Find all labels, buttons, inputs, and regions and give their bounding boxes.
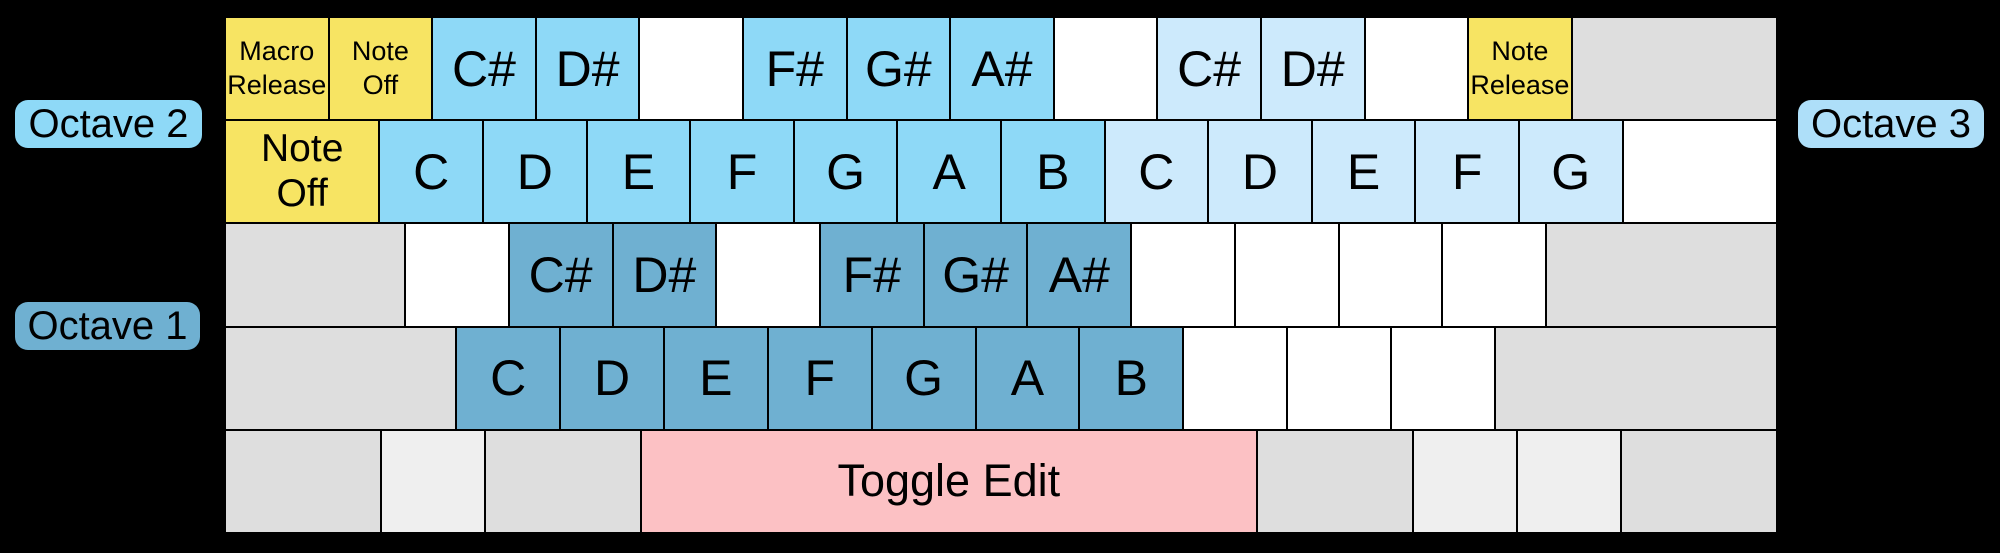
key-blank xyxy=(225,223,406,327)
keyboard-row-5: Toggle Edit xyxy=(225,429,1777,534)
key-e: E xyxy=(1311,120,1416,224)
key-blank xyxy=(1234,223,1339,327)
key-blank xyxy=(1183,326,1288,430)
key-blank xyxy=(1442,223,1547,327)
key-c: C xyxy=(1104,120,1209,224)
key-d-sharp: D# xyxy=(535,17,640,121)
key-e: E xyxy=(663,326,768,430)
key-blank xyxy=(1622,120,1777,224)
key-g-sharp: G# xyxy=(846,17,951,121)
key-blank xyxy=(1131,223,1235,327)
key-blank xyxy=(1546,223,1778,327)
octave-3-label: Octave 3 xyxy=(1798,100,1984,148)
key-c-sharp: C# xyxy=(508,223,613,327)
key-a: A xyxy=(975,326,1080,430)
key-c: C xyxy=(379,120,483,224)
key-d: D xyxy=(1208,120,1312,224)
key-blank xyxy=(1494,326,1777,430)
octave-1-label: Octave 1 xyxy=(15,302,200,350)
key-blank xyxy=(639,17,743,121)
key-d-sharp: D# xyxy=(612,223,717,327)
key-blank xyxy=(716,223,820,327)
key-g: G xyxy=(793,120,898,224)
key-b: B xyxy=(1000,120,1105,224)
key-blank xyxy=(1053,17,1158,121)
key-blank xyxy=(1338,223,1443,327)
key-c-sharp: C# xyxy=(1157,17,1261,121)
key-a-sharp: A# xyxy=(1027,223,1132,327)
key-d: D xyxy=(483,120,587,224)
key-b: B xyxy=(1079,326,1184,430)
key-blank xyxy=(380,429,485,534)
key-a-sharp: A# xyxy=(950,17,1054,121)
key-f: F xyxy=(767,326,872,430)
key-toggle-edit: Toggle Edit xyxy=(640,429,1257,534)
key-g-sharp: G# xyxy=(923,223,1028,327)
key-blank xyxy=(1364,17,1469,121)
octave-2-label: Octave 2 xyxy=(15,100,202,148)
key-blank xyxy=(405,223,509,327)
key-g: G xyxy=(1518,120,1623,224)
key-f-sharp: F# xyxy=(742,17,847,121)
keyboard-row-3: C#D# F#G#A# xyxy=(225,223,1778,327)
key-blank xyxy=(1412,429,1517,534)
key-a: A xyxy=(897,120,1001,224)
key-f: F xyxy=(690,120,794,224)
key-blank xyxy=(485,429,641,534)
key-blank xyxy=(1390,326,1495,430)
key-blank xyxy=(1517,429,1622,534)
key-blank xyxy=(1621,429,1777,534)
key-e: E xyxy=(586,120,691,224)
key-blank xyxy=(225,326,457,430)
key-d-sharp: D# xyxy=(1260,17,1365,121)
key-blank xyxy=(225,429,381,534)
key-f-sharp: F# xyxy=(819,223,924,327)
key-d: D xyxy=(560,326,664,430)
key-c: C xyxy=(456,326,561,430)
key-blank xyxy=(1571,17,1777,121)
key-g: G xyxy=(871,326,976,430)
key-blank xyxy=(1257,429,1413,534)
key-blank xyxy=(1287,326,1391,430)
key-c-sharp: C# xyxy=(432,17,536,121)
key-f: F xyxy=(1415,120,1519,224)
